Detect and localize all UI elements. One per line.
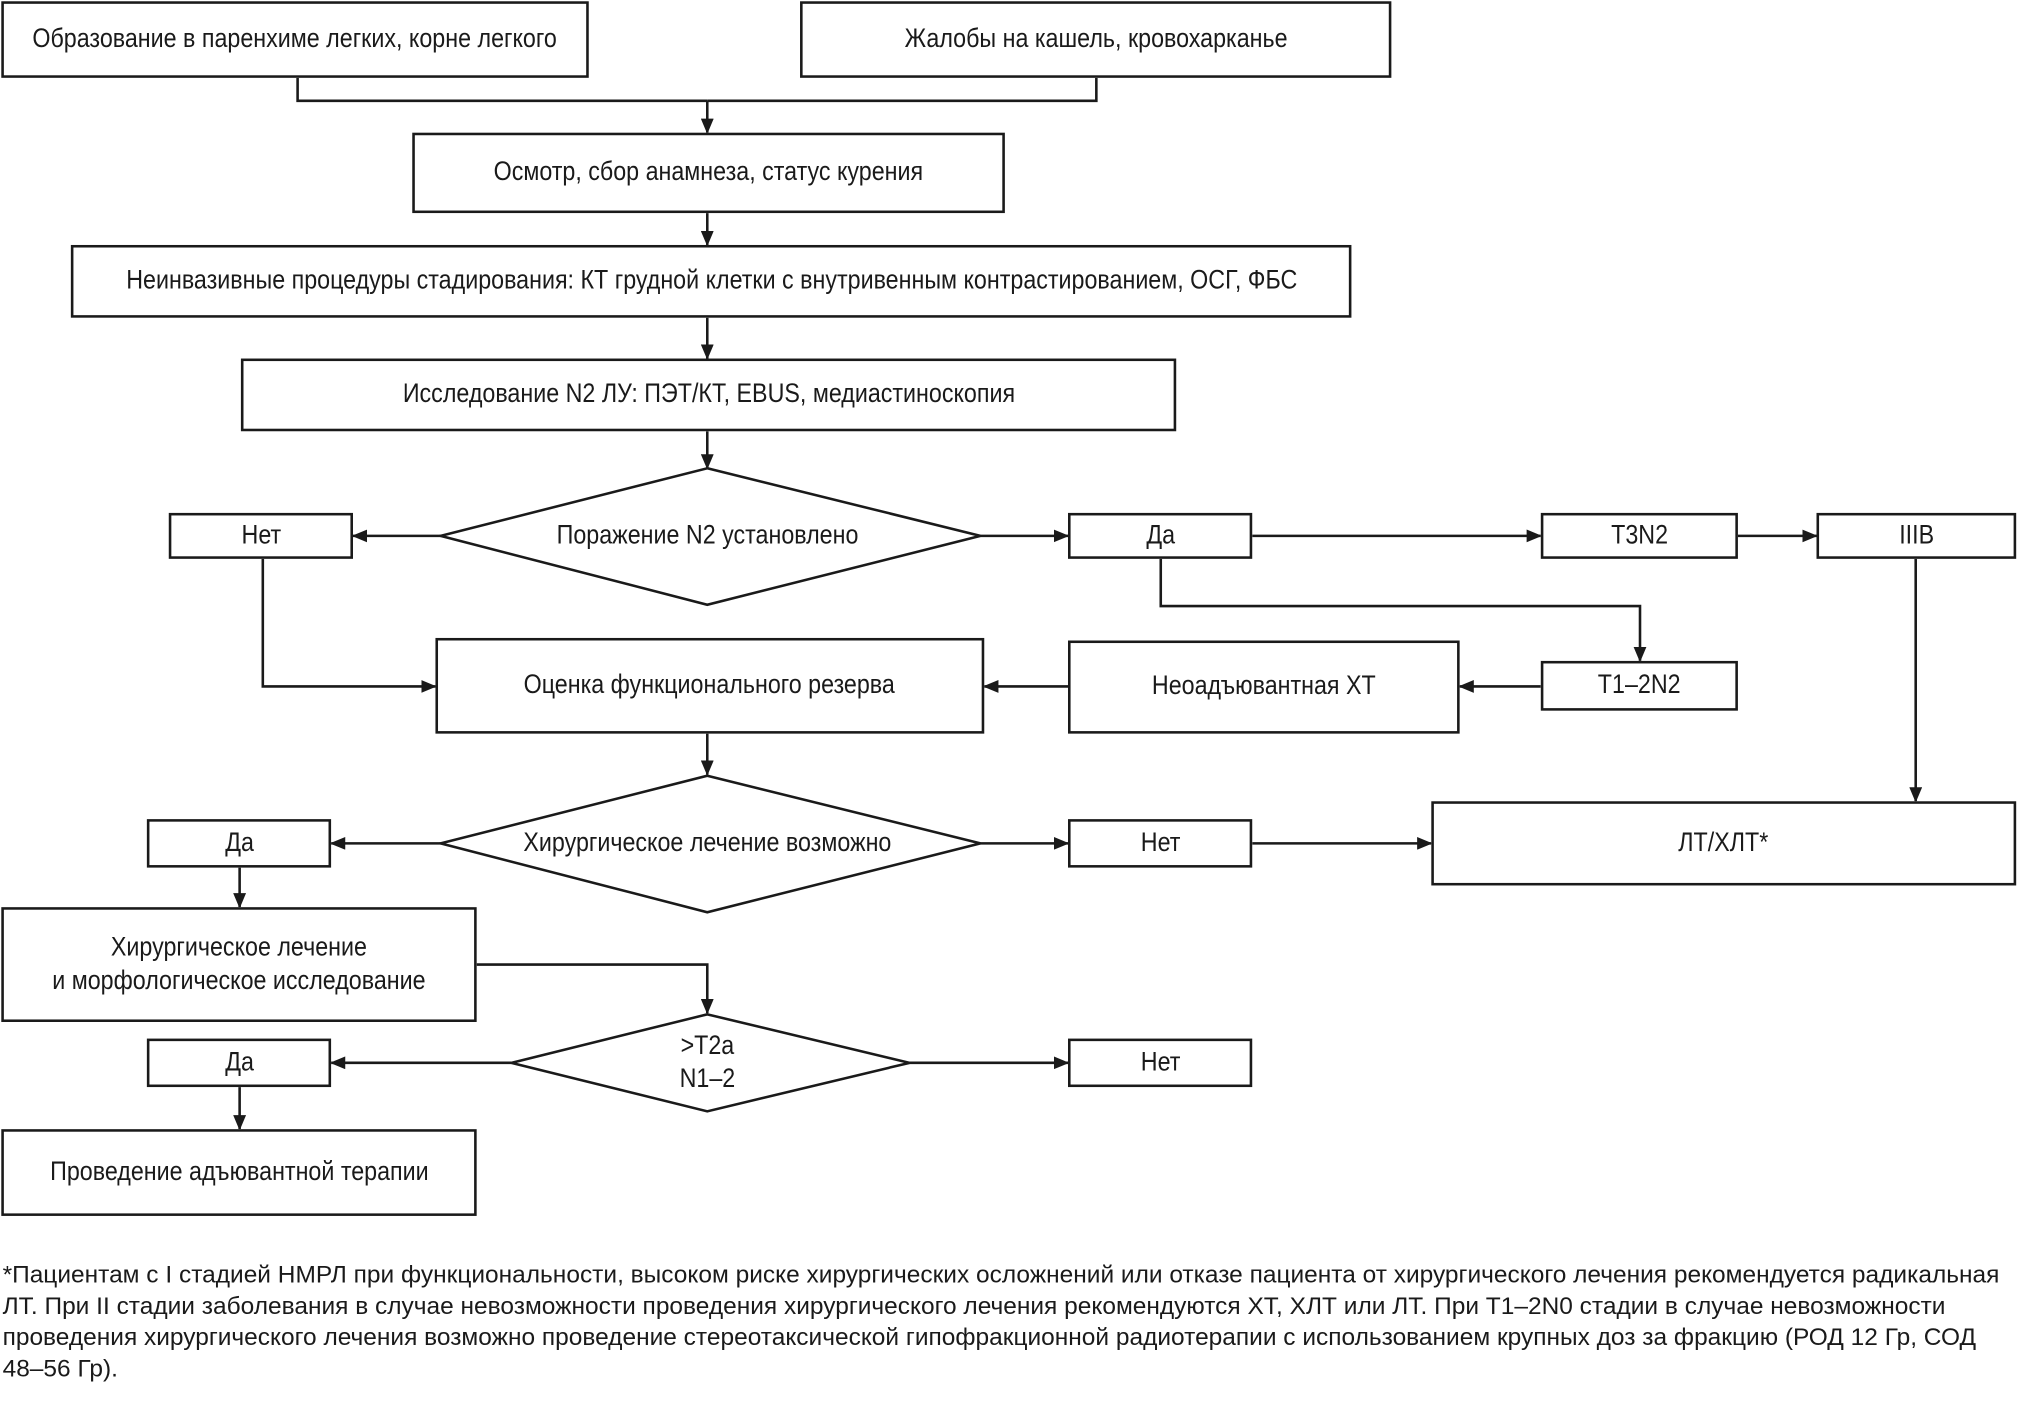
neoadj-label: Неоадъювантная ХТ bbox=[1151, 671, 1376, 701]
surgery-label: Хирургическое лечение и морфологическое … bbox=[52, 932, 426, 996]
noninvasive-label: Неинвазивные процедуры стадирования: КТ … bbox=[125, 265, 1297, 296]
no3-node: Нет bbox=[1068, 1038, 1253, 1088]
n2-study-node: Исследование N2 ЛУ: ПЭТ/КТ, EBUS, медиас… bbox=[240, 358, 1177, 432]
yes1-node: Да bbox=[1068, 512, 1253, 559]
surgery-decision-label: Хирургическое лечение возможно bbox=[523, 827, 892, 858]
exam-node: Осмотр, сбор анамнеза, статус курения bbox=[412, 132, 1005, 214]
n2-study-label: Исследование N2 ЛУ: ПЭТ/КТ, EBUS, медиас… bbox=[402, 379, 1015, 409]
rt-node: ЛТ/ХЛТ* bbox=[1431, 801, 2017, 886]
footnote: *Пациентам с I стадией НМРЛ при функцион… bbox=[2, 1261, 2000, 1383]
stage-decision-diamond bbox=[511, 1013, 910, 1113]
reserve-label: Оценка функционального резерва bbox=[524, 670, 896, 700]
arrow-surgery-to-stage bbox=[476, 963, 714, 1015]
t12n2-node: T1–2N2 bbox=[1540, 660, 1738, 711]
complaints-node: Жалобы на кашель, кровохарканье bbox=[800, 1, 1392, 78]
exam-label: Осмотр, сбор анамнеза, статус курения bbox=[493, 157, 924, 187]
iiib-label: IIIB bbox=[1898, 520, 1934, 550]
reserve-node: Оценка функционального резерва bbox=[435, 637, 985, 734]
neoadj-node: Неоадъювантная ХТ bbox=[1068, 640, 1460, 734]
stage-decision-label: >T2a N1–2 bbox=[679, 1030, 736, 1094]
no3-label: Нет bbox=[1140, 1047, 1180, 1077]
rt-label: ЛТ/ХЛТ* bbox=[1678, 827, 1769, 858]
adjuvant-node: Проведение адъювантной терапии bbox=[1, 1129, 477, 1216]
noninvasive-node: Неинвазивные процедуры стадирования: КТ … bbox=[70, 244, 1352, 318]
t12n2-label: T1–2N2 bbox=[1597, 670, 1681, 700]
yes2-node: Да bbox=[146, 819, 332, 868]
connector-complaints-merge bbox=[707, 77, 1098, 103]
yes3-label: Да bbox=[224, 1047, 254, 1077]
surgery-decision-diamond bbox=[435, 774, 981, 914]
yes1-label: Да bbox=[1145, 520, 1175, 550]
iiib-node: IIIB bbox=[1816, 512, 2017, 559]
yes3-node: Да bbox=[146, 1038, 332, 1088]
n2-decision: Поражение N2 установлено bbox=[505, 510, 910, 561]
complaints-label: Жалобы на кашель, кровохарканье bbox=[904, 24, 1288, 54]
no1-label: Нет bbox=[241, 520, 281, 550]
yes2-label: Да bbox=[224, 827, 254, 858]
no2-node: Нет bbox=[1068, 819, 1253, 868]
adjuvant-label: Проведение адъювантной терапии bbox=[49, 1157, 429, 1187]
no2-label: Нет bbox=[1140, 827, 1180, 858]
stage-decision: >T2a N1–2 bbox=[604, 1027, 810, 1098]
mass-node: Образование в паренхиме легких, корне ле… bbox=[1, 1, 589, 78]
surgery-node: Хирургическое лечение и морфологическое … bbox=[1, 907, 477, 1022]
arrow-no-to-reserve bbox=[261, 558, 437, 693]
surgery-decision: Хирургическое лечение возможно bbox=[492, 818, 922, 869]
t3n2-node: T3N2 bbox=[1540, 512, 1738, 559]
mass-label: Образование в паренхиме легких, корне ле… bbox=[32, 24, 558, 54]
connector-mass-merge bbox=[296, 77, 708, 103]
n2-decision-diamond bbox=[435, 466, 981, 607]
no1-node: Нет bbox=[168, 512, 353, 559]
n2-decision-label: Поражение N2 установлено bbox=[556, 520, 859, 550]
arrow-yes-to-t12n2 bbox=[1159, 558, 1647, 663]
t3n2-label: T3N2 bbox=[1610, 520, 1668, 550]
